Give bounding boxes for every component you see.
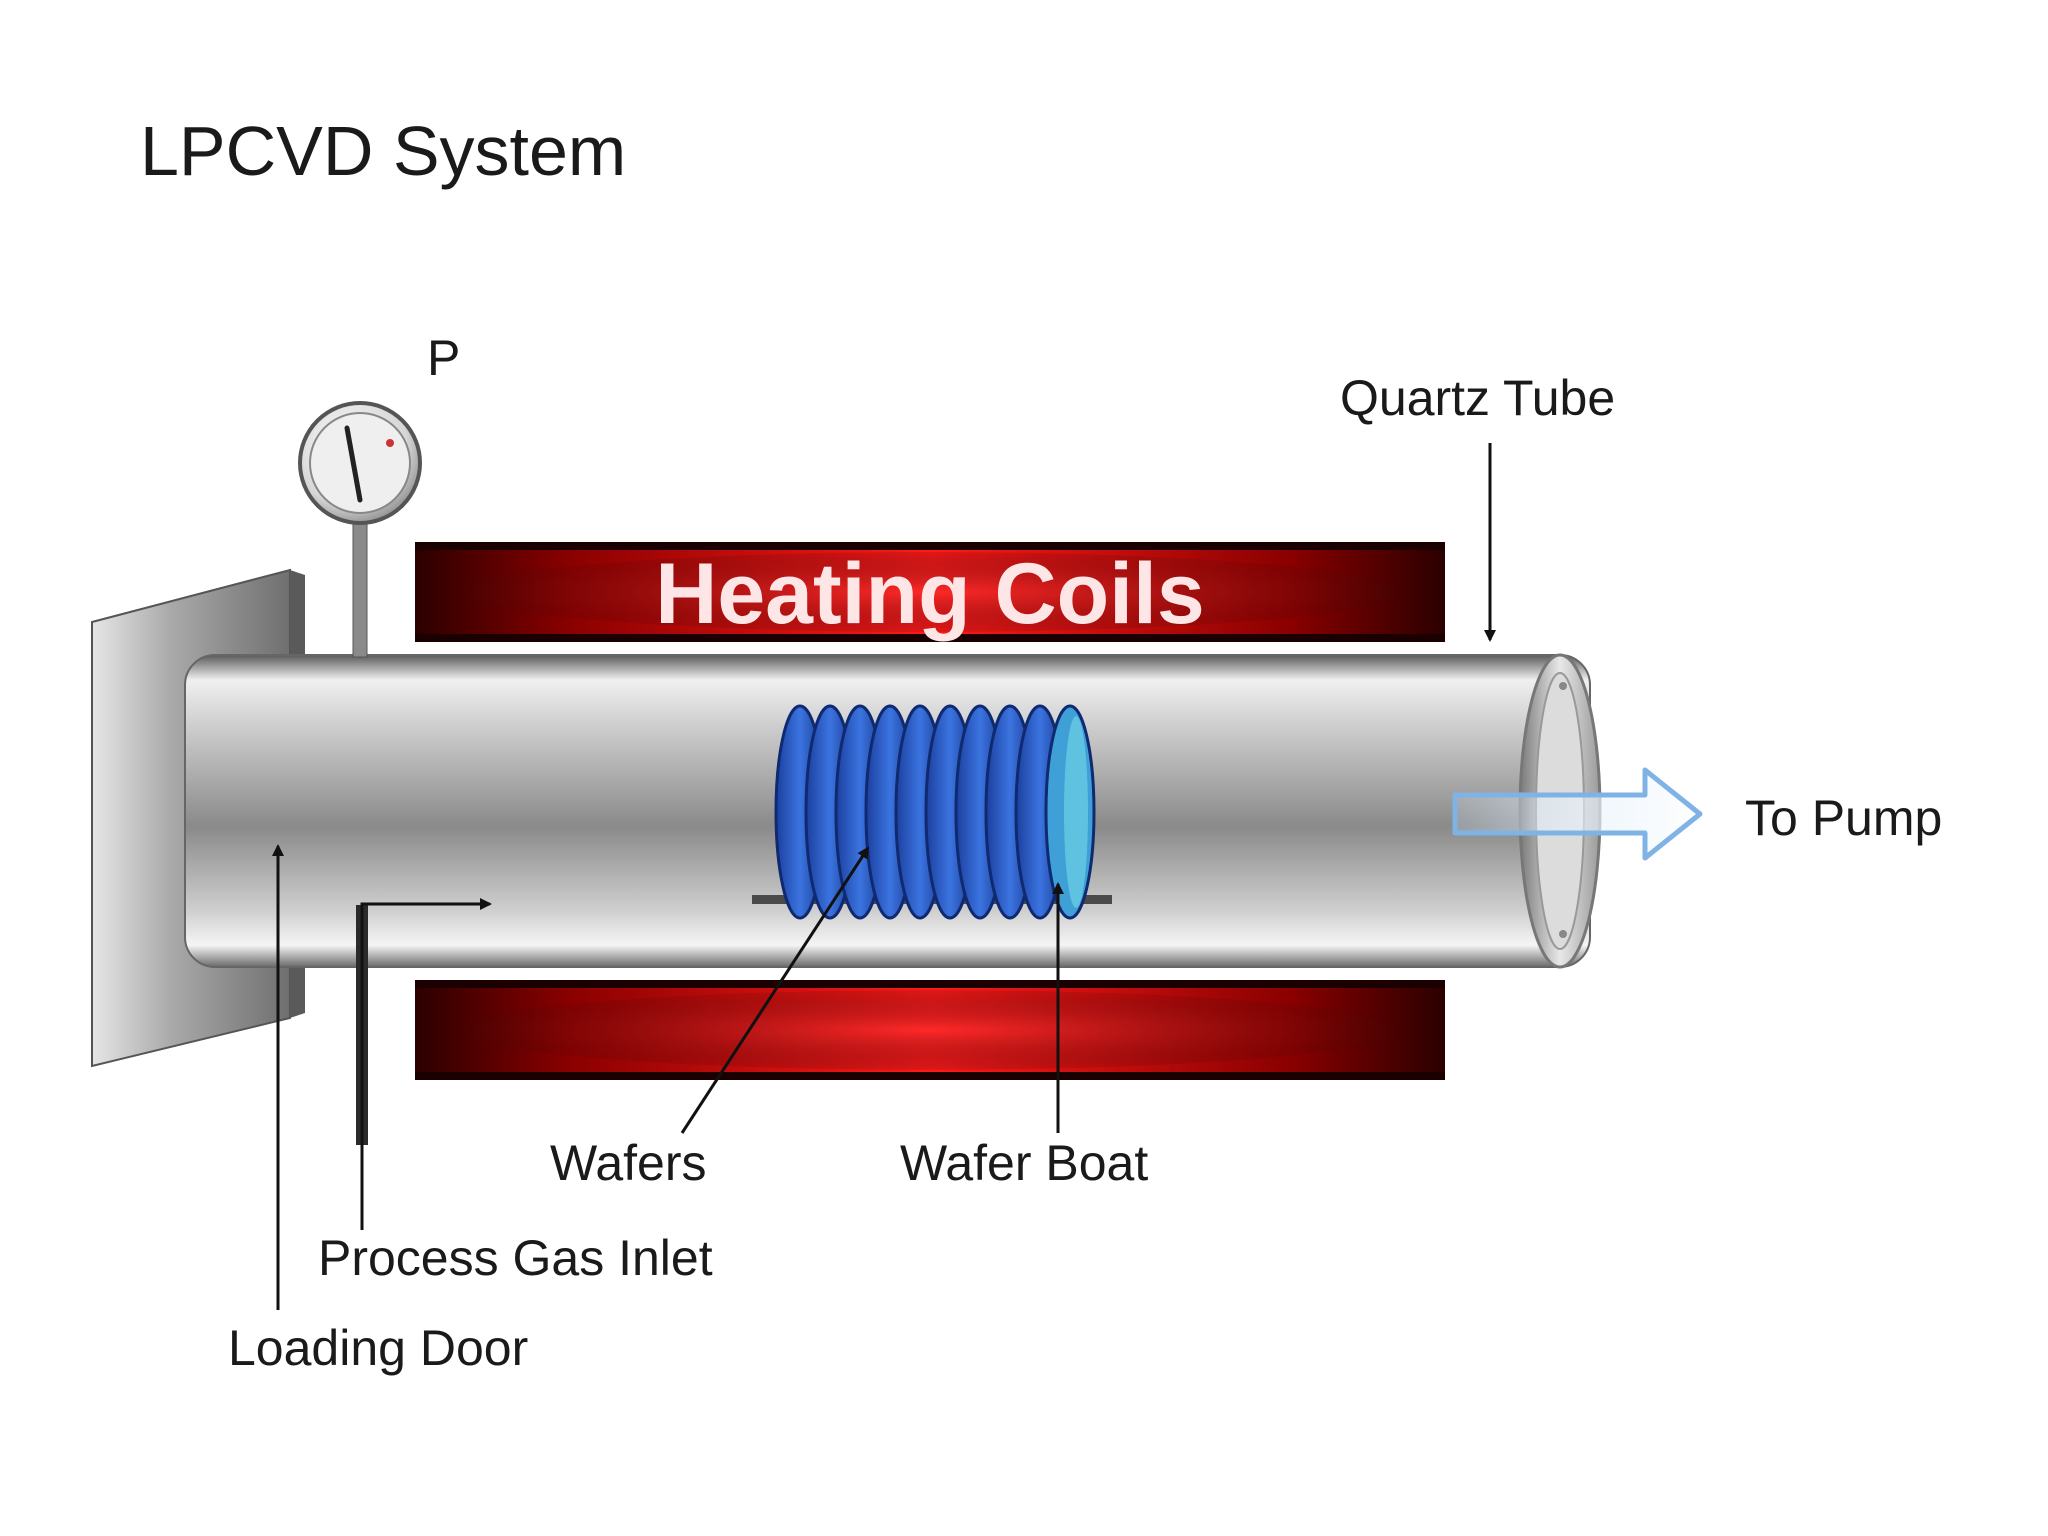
loading-door-label: Loading Door [228, 1320, 528, 1376]
quartz-tube-label: Quartz Tube [1340, 370, 1615, 426]
wafer-boat-label: Wafer Boat [900, 1135, 1148, 1191]
process-gas-inlet [356, 898, 492, 1230]
pump-arrow-icon [1452, 767, 1703, 861]
wafers [774, 704, 1096, 920]
wafers-label: Wafers [550, 1135, 707, 1191]
pressure-gauge-icon [298, 401, 422, 658]
wafers-pointer [680, 846, 870, 1134]
gauge-label: P [427, 330, 460, 386]
heating-coil-top: Heating Coils [415, 542, 1445, 642]
diagram-title: LPCVD System [140, 112, 626, 190]
heating-coils-label: Heating Coils [655, 546, 1205, 642]
to-pump-label: To Pump [1745, 790, 1942, 846]
process-gas-inlet-label: Process Gas Inlet [318, 1230, 713, 1286]
heating-coil-bottom [415, 980, 1445, 1080]
